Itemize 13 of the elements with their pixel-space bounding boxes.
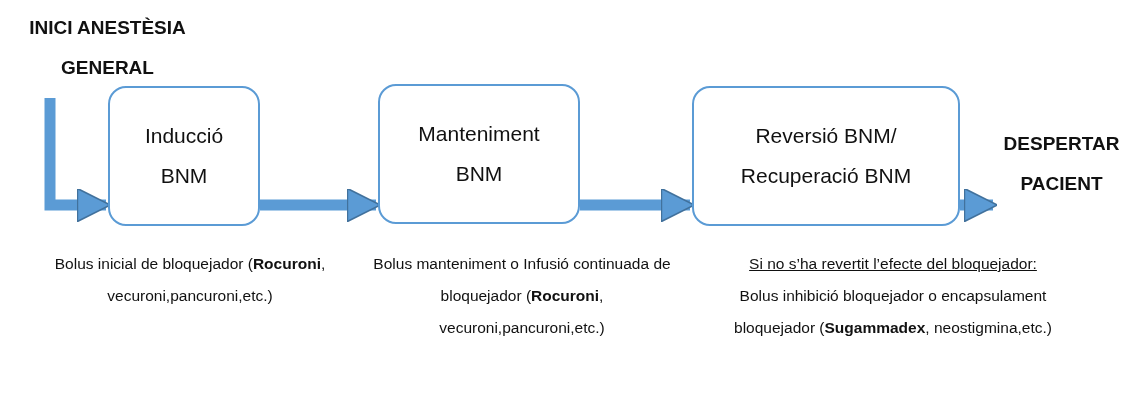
process-box bbox=[692, 86, 960, 226]
drug-note: Bolus inhibició bloquejador o encapsulament bloquejador (Sugammadex, neostigmina,etc.) bbox=[733, 286, 1053, 338]
process-box bbox=[108, 86, 260, 226]
stage-label: DESPERTAR PACIENT bbox=[1002, 132, 1121, 196]
drug-note: Bolus manteniment o Infusió continuada de bloquejador (Rocuroni, vecuroni,pancuroni,etc.) bbox=[372, 254, 672, 338]
box-label: Inducció BNM bbox=[143, 123, 225, 189]
block-arrow bbox=[960, 187, 999, 223]
stage-label: INICI ANESTÈSIA GENERAL bbox=[28, 16, 187, 80]
box-label: Reversió BNM/ Recuperació BNM bbox=[739, 123, 913, 189]
process-box bbox=[378, 84, 580, 224]
condition-note: Si no s’ha revertit l’efecte del bloquejador: bbox=[748, 254, 1038, 274]
drug-note: Bolus inicial de bloquejador (Rocuroni, vecuroni,pancuroni,etc.) bbox=[53, 254, 327, 306]
box-label: Manteniment BNM bbox=[417, 121, 541, 187]
